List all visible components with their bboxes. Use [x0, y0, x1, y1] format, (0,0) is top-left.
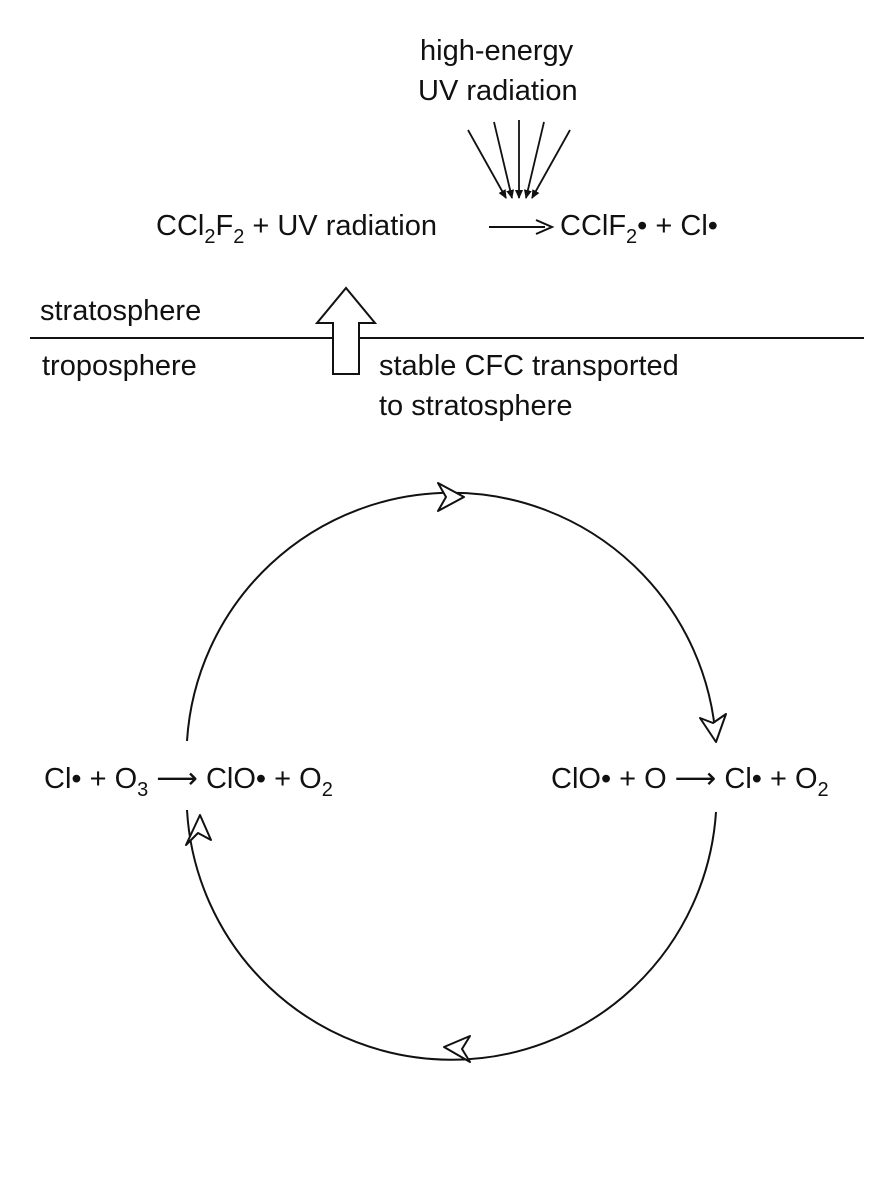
uv-ray — [493, 121, 515, 199]
cycle-arrowhead-left — [185, 814, 212, 846]
transport-label-line1: stable CFC transported — [379, 350, 679, 382]
reaction-arrow: ⟶ — [674, 763, 717, 795]
cycle-arc-top — [186, 491, 717, 743]
uv-rays — [467, 120, 571, 199]
transport-label-line2: to stratosphere — [379, 390, 573, 422]
uv-source-label-line1: high-energy — [420, 35, 574, 67]
cycle-reaction-left: Cl• + O3 ⟶ ClO• + O2 — [44, 763, 333, 801]
uv-ray — [523, 121, 545, 199]
uv-ray — [467, 129, 507, 199]
troposphere-label: troposphere — [42, 350, 197, 382]
reaction-arrow: ⟶ — [156, 763, 198, 795]
cycle-arrowhead-right — [699, 713, 727, 743]
cycle-arrowhead-bottom — [443, 1035, 471, 1063]
stratosphere-label: stratosphere — [40, 295, 202, 327]
photolysis-arrow — [489, 219, 555, 235]
uv-source-label-line2: UV radiation — [418, 75, 578, 107]
cycle-arrowhead-top — [437, 482, 465, 512]
transport-arrow — [314, 286, 378, 375]
cycle-reaction-right: ClO• + O ⟶ Cl• + O2 — [551, 763, 829, 801]
uv-ray — [531, 129, 571, 199]
photolysis-products: CClF2• + Cl• — [560, 210, 718, 248]
photolysis-reactants: CCl2F2 + UV radiation — [156, 210, 437, 248]
cycle-arc-bottom — [186, 809, 717, 1061]
